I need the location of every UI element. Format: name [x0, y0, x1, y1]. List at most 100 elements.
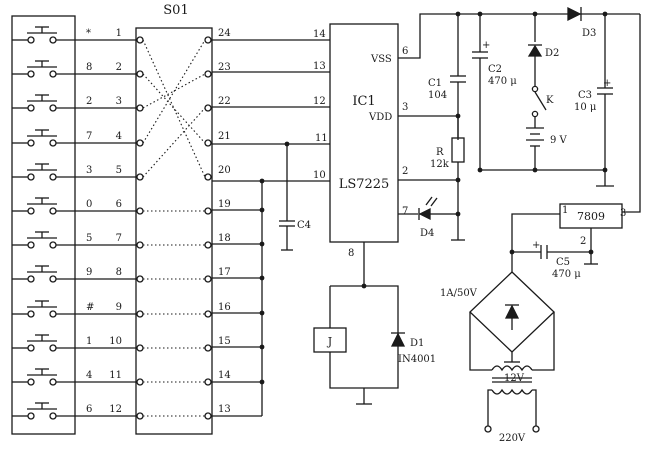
key-label: 2 — [86, 96, 92, 107]
s01-pin-pair: 24 — [136, 28, 231, 44]
s01-left-pin: 9 — [116, 302, 122, 313]
s01-pin-pair: 17 — [136, 267, 231, 283]
key-label: 0 — [86, 199, 92, 210]
secondary-label: 12V — [504, 373, 525, 384]
ic1-vdd-label: VDD — [368, 112, 392, 123]
reg-label: 7809 — [577, 210, 605, 223]
ic1-pin-6: 6 — [402, 46, 408, 57]
ic1-pin-10: 10 — [313, 170, 326, 181]
d3-c3-branch: D3 + C3 10 μ — [567, 6, 641, 213]
s01-right-pin: 13 — [218, 404, 231, 415]
s01-right-pin: 15 — [218, 336, 231, 347]
c1-label: C1 — [428, 78, 442, 89]
ic-input-wires: C4 — [212, 39, 330, 417]
s01-pin-pair: 16 — [136, 302, 231, 318]
key-label: 7 — [86, 131, 92, 142]
s01-left-pin: 8 — [116, 267, 122, 278]
capacitor-c1: C1 104 — [428, 14, 466, 140]
ic1-pin-3: 3 — [402, 102, 408, 113]
ic1-pin-12: 12 — [313, 96, 326, 107]
s01-left-pin: 4 — [116, 131, 122, 142]
s01-right-pin: 14 — [218, 370, 231, 381]
s01-left-pin: 3 — [116, 96, 122, 107]
ic1-pin-14: 14 — [313, 29, 326, 40]
capacitor-c5: + C5 470 μ — [509, 240, 594, 280]
capacitor-c2: + C2 470 μ — [472, 14, 535, 173]
c3-value: 10 μ — [574, 102, 597, 113]
c2-value: 470 μ — [488, 76, 517, 87]
s01-left-pin: 1 — [116, 28, 122, 39]
c4-label: C4 — [297, 220, 311, 231]
key-label: 8 — [86, 62, 92, 73]
s01-left-pin: 12 — [109, 404, 122, 415]
ic1-name: IC1 — [352, 94, 375, 109]
s01-pin-pair: 18 — [136, 233, 231, 249]
ic1-vss-label: VSS — [370, 54, 392, 65]
mains-label: 220V — [499, 433, 526, 444]
s01-left-pin: 10 — [109, 336, 122, 347]
bridge-label: 1A/50V — [440, 288, 478, 299]
c2-label: C2 — [488, 64, 502, 75]
c5-polarity: + — [532, 240, 540, 251]
s01-right-pin: 18 — [218, 233, 231, 244]
c3-polarity: + — [603, 78, 611, 89]
ic1-ls7225: IC1 LS7225 VSS VDD 14 13 12 11 10 6 3 2 … — [313, 23, 408, 259]
d3-label: D3 — [582, 28, 596, 39]
ic1-pin-13: 13 — [313, 61, 326, 72]
s01-left-pin: 5 — [116, 165, 122, 176]
reg-pin-3: 3 — [620, 208, 626, 219]
s01-frame — [135, 27, 213, 435]
s01-left-pin: 11 — [109, 370, 122, 381]
ic1-pin-2: 2 — [402, 166, 408, 177]
key-label: 5 — [86, 233, 92, 244]
c2-polarity: + — [482, 40, 490, 51]
push-switch: *1 — [12, 26, 136, 44]
key-label: 3 — [86, 165, 92, 176]
push-switch: 1 10 — [12, 334, 136, 352]
s01-left-pin: 6 — [116, 199, 122, 210]
c1-value: 104 — [428, 90, 447, 101]
ic1-pin-8: 8 — [348, 248, 354, 259]
r-label: R — [436, 147, 444, 158]
s01-left-pin: 2 — [116, 62, 122, 73]
keypad-frame — [11, 15, 76, 435]
battery-label: 9 V — [550, 135, 568, 146]
s01-pin-pair: 13 — [136, 404, 231, 420]
s01-internal-links — [142, 39, 206, 417]
regulator-7809: 7809 1 3 2 — [511, 203, 626, 265]
battery-branch: D2 K 9 V — [526, 14, 614, 187]
resistor-r: R 12k — [430, 116, 465, 241]
s01-pin-pair: 23 — [136, 62, 231, 78]
d2-label: D2 — [545, 48, 559, 59]
s01-pin-pair: 14 — [136, 370, 231, 386]
s01-pin-pair: 22 — [136, 96, 231, 112]
c3-label: C3 — [578, 90, 592, 101]
c5-value: 470 μ — [552, 269, 581, 280]
s01-pin-pair: 20 — [136, 165, 231, 181]
s01-right-pin: 19 — [218, 199, 231, 210]
key-label: * — [86, 28, 91, 39]
ic1-pin-7: 7 — [402, 206, 408, 217]
k-label: K — [546, 95, 554, 106]
key-label: 1 — [86, 336, 92, 347]
relay-branch: J D1 IN4001 — [313, 242, 436, 405]
s01-right-pin: 23 — [218, 62, 231, 73]
ic1-part: LS7225 — [339, 177, 390, 192]
transformer: 12V 220V — [484, 365, 540, 444]
r-value: 12k — [430, 159, 450, 170]
d4-label: D4 — [420, 228, 434, 239]
bridge-rectifier: 1A/50V — [440, 252, 555, 371]
key-label: # — [86, 302, 94, 313]
